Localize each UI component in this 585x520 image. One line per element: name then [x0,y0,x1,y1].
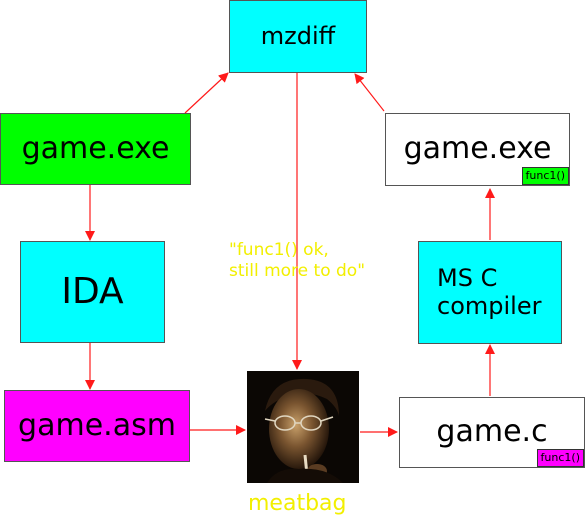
game-exe-left-label: game.exe [21,130,170,166]
ida-box: IDA [20,241,165,343]
game-c-box: game.c func1() [399,397,585,468]
arrow-exe-to-mzdiff [184,72,229,114]
compiler-box: MS C compiler [418,241,562,344]
feedback-note: "func1() ok, still more to do" [229,240,366,281]
game-asm-label: game.asm [18,407,176,443]
game-c-label: game.c [436,414,548,450]
meatbag-caption: meatbag [248,491,347,516]
game-exe-right-box: game.exe func1() [385,113,570,186]
arrow-exe-right-to-mzdiff [354,73,385,112]
mzdiff-label: mzdiff [260,21,336,50]
c-function-tag: func1() [536,449,584,467]
mzdiff-box: mzdiff [229,0,367,73]
game-asm-box: game.asm [4,390,190,462]
ida-label: IDA [61,271,124,313]
compiler-label: MS C compiler [437,263,542,320]
exe-function-tag: func1() [521,167,569,185]
meatbag-portrait-image [247,371,359,483]
game-exe-left-box: game.exe [0,113,191,185]
game-exe-right-label: game.exe [403,131,552,167]
meatbag-photo [247,371,359,483]
